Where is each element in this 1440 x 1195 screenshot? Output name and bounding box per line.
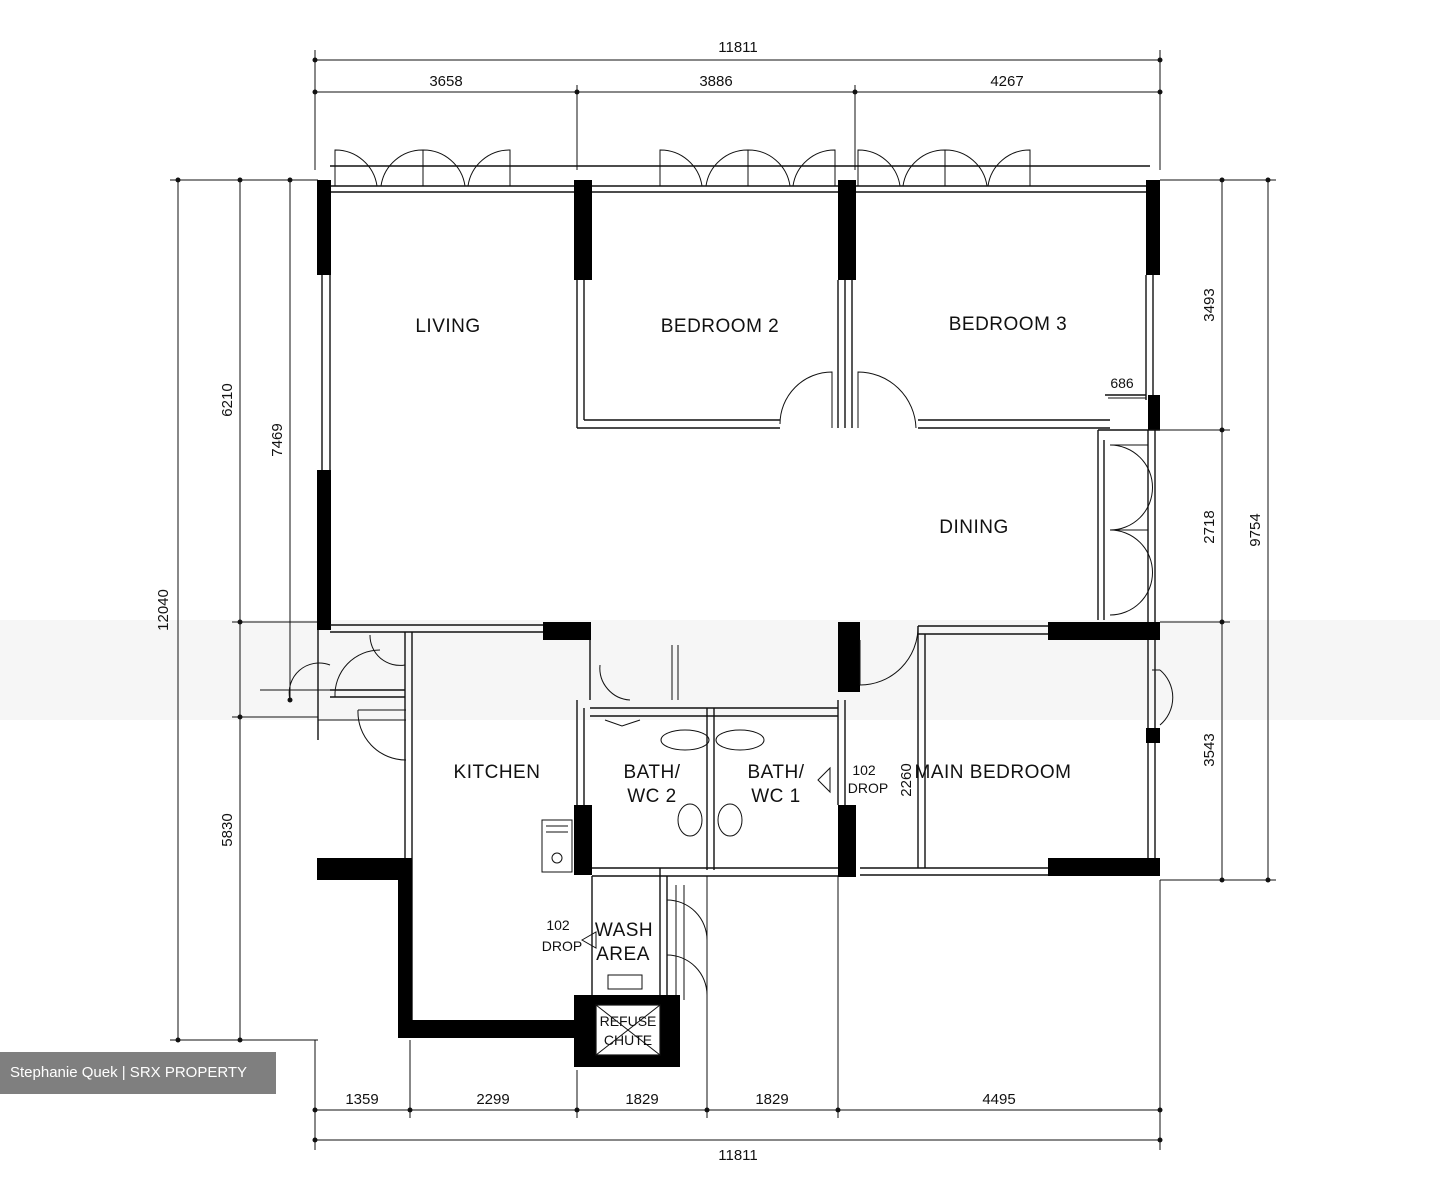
dim-main-bedroom-depth: 2260 [898, 763, 915, 796]
dim-bottom-segment-3: 1829 [625, 1091, 658, 1108]
dim-right-segment-2: 2718 [1201, 510, 1218, 543]
dim-wardrobe-depth: 686 [1110, 375, 1134, 391]
right-dimension-lines [1160, 177, 1276, 883]
dim-left-mid: 7469 [269, 423, 286, 456]
lower-boundary-lines [706, 876, 839, 1040]
left-dimension-lines [170, 177, 318, 1043]
bedroom-partitions [576, 280, 1146, 429]
room-label-kitchen: KITCHEN [454, 762, 541, 783]
room-label-refuse-line-2: CHUTE [604, 1032, 652, 1048]
entrance-area [260, 630, 407, 761]
top-window-casements [334, 149, 1031, 187]
dim-right-segment-3: 3543 [1201, 733, 1218, 766]
room-label-living: LIVING [415, 316, 480, 337]
drop-bath-label: DROP [848, 780, 888, 796]
watermark-band [0, 620, 1440, 720]
dim-bottom-total: 11811 [718, 1147, 758, 1164]
room-label-bedroom-3: BEDROOM 3 [949, 314, 1068, 335]
room-label-bath-2-line-2: WC 2 [627, 786, 677, 807]
dim-top-segment-3: 4267 [990, 73, 1023, 90]
room-label-main-bedroom: MAIN BEDROOM [915, 762, 1072, 783]
dim-left-upper: 6210 [219, 383, 236, 416]
room-label-bath-2-line-1: BATH/ [623, 762, 680, 783]
drop-bath-number: 102 [852, 762, 876, 778]
dim-bottom-segment-1: 1359 [345, 1091, 378, 1108]
room-label-bath-1-line-2: WC 1 [751, 786, 801, 807]
drop-wash-label: DROP [542, 938, 582, 954]
dim-top-total: 11811 [718, 39, 758, 56]
dim-bottom-segment-4: 1829 [755, 1091, 788, 1108]
credit-watermark: Stephanie Quek | SRX PROPERTY [0, 1052, 276, 1094]
room-label-dining: DINING [939, 517, 1009, 538]
dim-right-segment-1: 3493 [1201, 288, 1218, 321]
dining-wardrobe [1097, 429, 1160, 630]
room-label-wash-line-2: AREA [596, 944, 650, 965]
room-label-wash-line-1: WASH [595, 920, 653, 941]
bottom-dimension-lines [312, 880, 1163, 1150]
bath-walls [590, 645, 846, 877]
dim-bottom-segment-2: 2299 [476, 1091, 509, 1108]
exterior-walls [317, 165, 1160, 630]
room-label-bedroom-2: BEDROOM 2 [661, 316, 780, 337]
dim-left-lower: 5830 [219, 813, 236, 846]
kitchen-walls [317, 632, 592, 1038]
dim-right-outer: 9754 [1247, 513, 1264, 546]
wash-area-walls [574, 868, 708, 1067]
dim-left-outer: 12040 [155, 589, 172, 631]
dim-top-segment-1: 3658 [429, 73, 462, 90]
middle-walls [330, 622, 1174, 877]
room-label-refuse-line-1: REFUSE [600, 1013, 657, 1029]
dim-top-segment-2: 3886 [699, 73, 732, 90]
dim-bottom-segment-5: 4495 [982, 1091, 1015, 1108]
drop-wash-number: 102 [546, 917, 570, 933]
top-dimension-lines [312, 50, 1163, 170]
room-label-bath-1-line-1: BATH/ [747, 762, 804, 783]
